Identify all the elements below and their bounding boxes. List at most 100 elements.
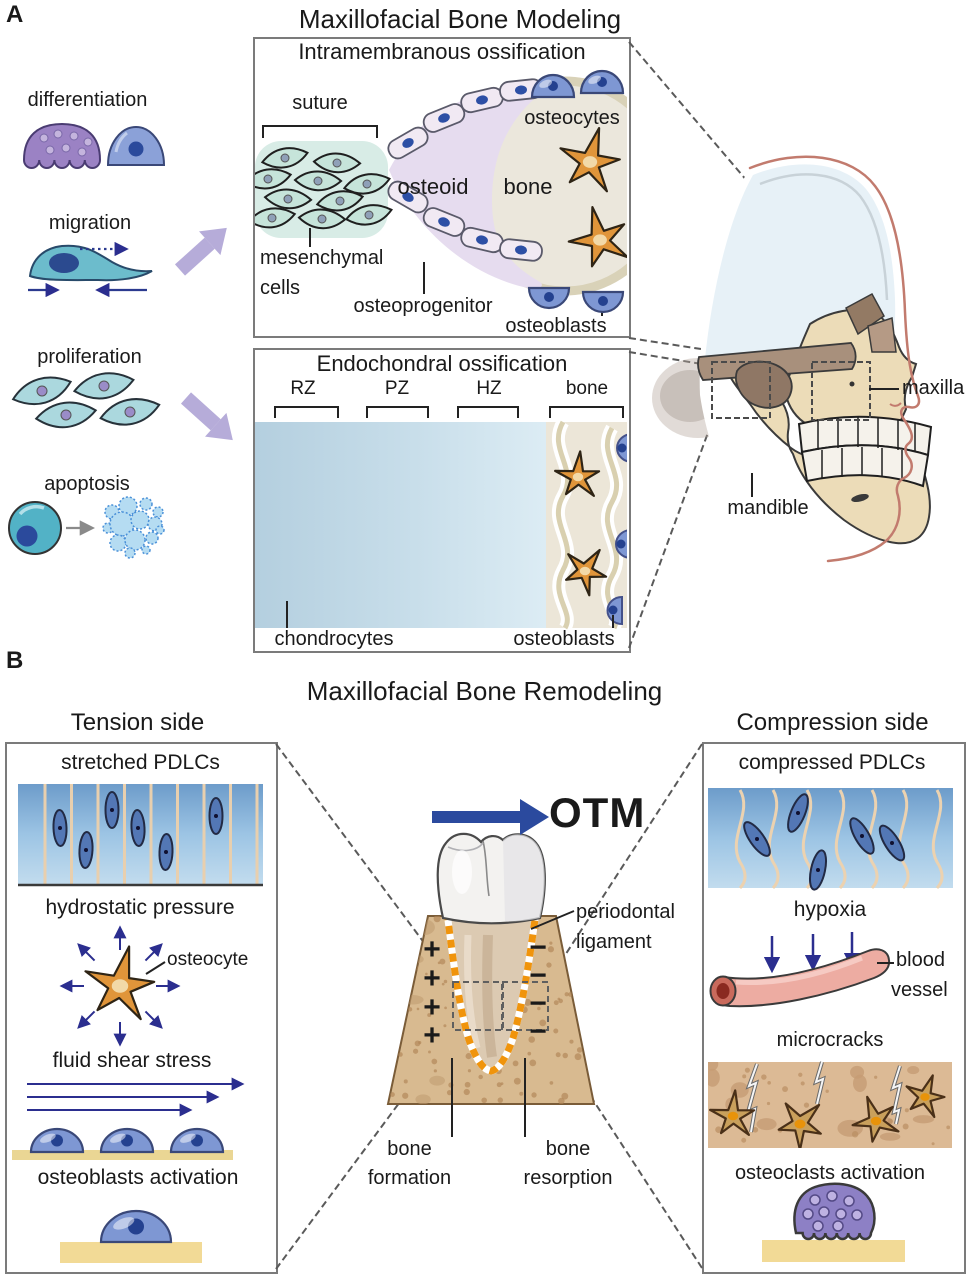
plus-sign: + <box>423 1019 441 1052</box>
periodontal-label-2: ligament <box>576 931 652 953</box>
panel-a-title: Maxillofacial Bone Modeling <box>298 4 622 34</box>
blood-vessel-label-2: vessel <box>891 979 948 1001</box>
tension-heading: Tension side <box>70 709 205 736</box>
panel-a-label: A <box>6 1 24 28</box>
bone-resorption-label-2: resorption <box>523 1167 613 1189</box>
minus-sign: − <box>529 987 547 1020</box>
mesenchymal-label-1: mesenchymal <box>260 247 384 269</box>
zone-pz-label: PZ <box>384 378 410 399</box>
crack-lines <box>744 1061 903 1133</box>
minus-sign: − <box>529 1015 547 1048</box>
process-arrow-down-icon <box>180 392 233 441</box>
stretched-pdlcs-label: stretched PDLCs <box>61 751 220 774</box>
osteoblast-cell-icon <box>106 126 166 166</box>
intramembranous-title: Intramembranous ossification <box>298 39 586 64</box>
tooth-illustration <box>386 799 596 1137</box>
osteoblasts-label-intram: osteoblasts <box>505 315 607 337</box>
activated-osteoblast <box>99 1209 173 1244</box>
osteoblast-cells-endo <box>606 433 627 626</box>
compression-illustration <box>708 788 953 1262</box>
panel-b-title: Maxillofacial Bone Remodeling <box>306 676 663 706</box>
pressure-arrows <box>59 925 181 1047</box>
pdl-fibers-tension <box>43 784 259 884</box>
osteocyte-cells <box>559 127 627 268</box>
suture-bracket <box>262 125 378 138</box>
suture-label: suture <box>292 92 348 114</box>
maxilla-label: maxilla <box>902 377 965 399</box>
proliferating-cells-icon <box>11 372 161 429</box>
migration-label: migration <box>48 212 132 234</box>
endochondral-title: Endochondral ossification <box>316 351 568 376</box>
progenitor-cell-icon <box>22 122 102 169</box>
tension-panel <box>5 742 278 1274</box>
zone-brackets <box>274 406 624 418</box>
plus-sign: + <box>423 991 441 1024</box>
intramembranous-illustration <box>255 69 627 316</box>
bone-formation-label-1: bone <box>387 1138 432 1160</box>
nasal-bone <box>845 292 885 336</box>
bone-block-compression <box>762 1240 905 1262</box>
osteocyte-cell-tension <box>84 945 156 1021</box>
bone-label-intram: bone <box>503 174 553 199</box>
microcracks-label: microcracks <box>776 1029 884 1051</box>
process-arrow-up-icon <box>174 227 227 276</box>
pdl-cells-compression <box>743 793 906 891</box>
osteoblasts-label-endo: osteoblasts <box>513 628 615 650</box>
process-icons <box>8 122 233 559</box>
hydrostatic-pressure-label: hydrostatic pressure <box>45 896 235 919</box>
fluid-shear-stress-label: fluid shear stress <box>52 1049 212 1072</box>
hypoxia-label: hypoxia <box>793 898 867 921</box>
mesenchymal-cells <box>255 147 393 230</box>
mesenchymal-label-2: cells <box>260 277 301 299</box>
skull-illustration <box>652 155 933 563</box>
minus-sign: − <box>529 931 547 964</box>
panel-b-label: B <box>6 647 24 674</box>
osteoprogenitor-label: osteoprogenitor <box>353 295 493 317</box>
blood-vessel-label-1: blood <box>896 949 945 971</box>
proliferation-label: proliferation <box>37 346 142 368</box>
chondrocytes-label: chondrocytes <box>274 628 394 650</box>
osteoclast-cell <box>793 1182 876 1241</box>
periodontal-label-1: periodontal <box>576 901 675 923</box>
teeth <box>797 415 933 488</box>
osteoblast-cells <box>527 69 625 314</box>
plus-sign: + <box>423 933 441 966</box>
minus-sign: − <box>529 959 547 992</box>
apoptosis-label: apoptosis <box>44 473 130 495</box>
compression-heading: Compression side <box>736 709 929 736</box>
bone-resorption-label-1: bone <box>545 1138 591 1160</box>
osteoclasts-activation-label: osteoclasts activation <box>734 1162 926 1184</box>
zoom-boxes-tooth <box>452 981 549 1031</box>
tension-illustration <box>12 784 263 1263</box>
osteoid-label: osteoid <box>397 174 469 199</box>
zone-hz-label: HZ <box>476 378 502 399</box>
endochondral-panel <box>253 348 631 653</box>
differentiation-label: differentiation <box>27 89 148 111</box>
plus-sign: + <box>423 962 441 995</box>
zoom-boxes <box>711 361 871 421</box>
mandible-label: mandible <box>727 497 809 519</box>
bone-block <box>60 1242 202 1263</box>
osteoid-region <box>389 82 550 289</box>
intramembranous-panel <box>253 37 631 338</box>
compressed-pdlcs-label: compressed PDLCs <box>738 751 926 774</box>
zone-bone-label: bone <box>565 378 609 399</box>
osteoblast-row <box>29 1127 225 1154</box>
apoptotic-blebs-icon <box>102 496 165 559</box>
apoptosis-icon <box>8 496 165 559</box>
otm-label: OTM <box>549 789 646 836</box>
osteocytes-microcracks <box>709 1074 946 1148</box>
fluid-shear-arrows <box>27 1077 245 1117</box>
osteocytes-label: osteocytes <box>524 107 620 129</box>
bone-formation-label-2: formation <box>367 1167 452 1189</box>
osteoprogenitor-cells <box>387 78 543 262</box>
blood-vessel <box>709 948 891 1008</box>
endochondral-illustration <box>255 406 627 632</box>
zone-rz-label: RZ <box>290 378 316 399</box>
osteocyte-label: osteocyte <box>167 949 249 970</box>
pdl-cells-tension <box>52 791 224 871</box>
osteoblasts-activation-label: osteoblasts activation <box>37 1166 239 1189</box>
migrating-cell-icon <box>28 241 153 298</box>
